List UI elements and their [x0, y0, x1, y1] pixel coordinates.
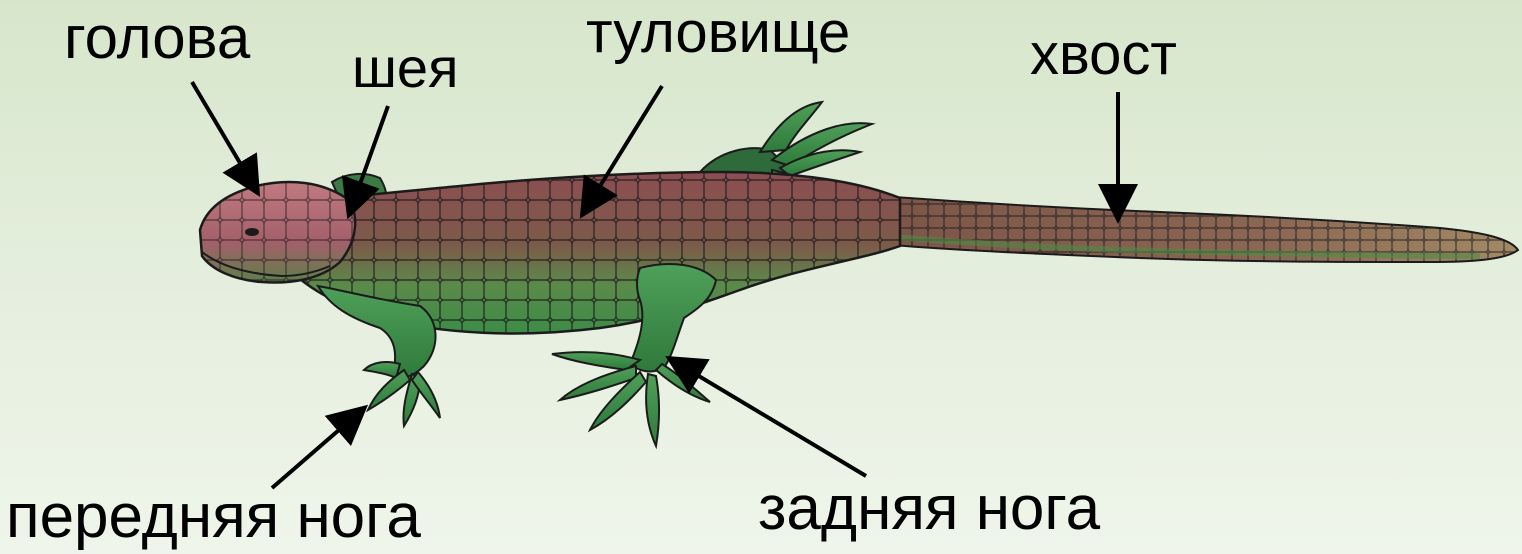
label-neck: шея: [352, 40, 458, 96]
arrow-front-leg: [272, 410, 362, 488]
label-hind-leg: задняя нога: [758, 478, 1100, 540]
front-leg-illustration: [318, 286, 440, 426]
tail-illustration: [880, 196, 1518, 262]
label-front-leg: передняя нога: [6, 486, 421, 548]
head-illustration: [200, 182, 355, 282]
label-head: голова: [64, 8, 250, 68]
eye-icon: [245, 228, 259, 236]
label-tail: хвост: [1030, 26, 1177, 84]
arrow-hind-leg: [672, 360, 866, 476]
arrow-head: [192, 82, 256, 190]
label-body: туловище: [586, 4, 850, 62]
